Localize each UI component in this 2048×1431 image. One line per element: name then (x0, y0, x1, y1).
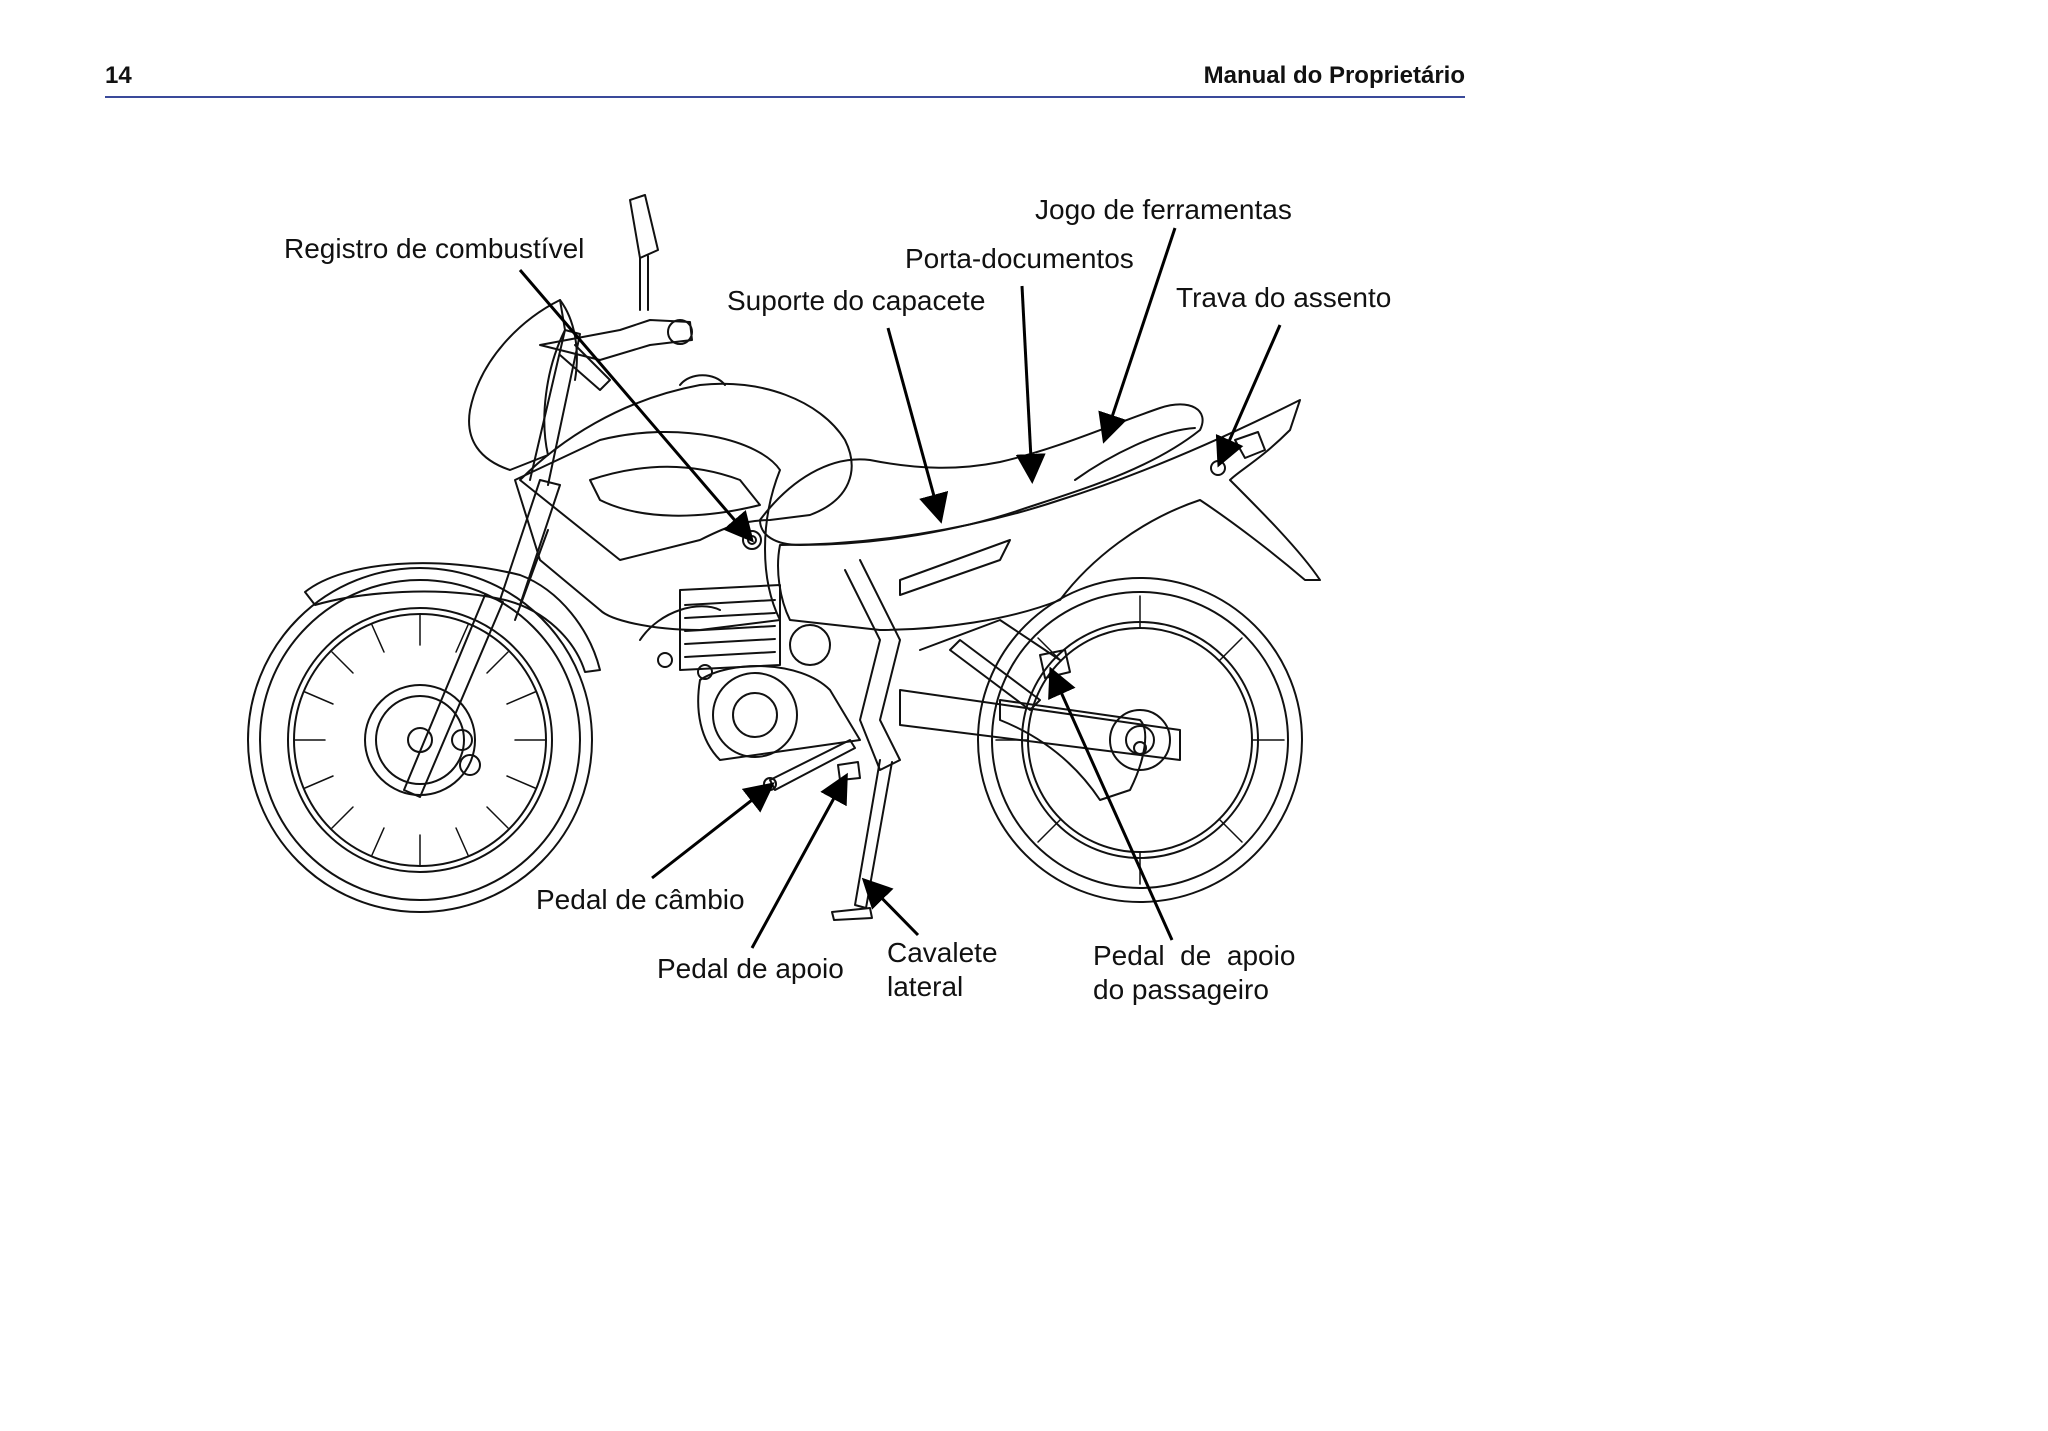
arrow-footpeg (750, 772, 848, 949)
label-side-stand-line1: Cavalete (887, 937, 998, 968)
seat (759, 403, 1204, 546)
arrow-gearshift-pedal (651, 782, 775, 880)
front-fender (304, 562, 601, 673)
arrow-document-holder (1015, 285, 1046, 484)
page-header: 14 Manual do Proprietário (105, 58, 1465, 98)
label-seat-lock: Trava do assento (1176, 282, 1392, 313)
label-gearshift-pedal: Pedal de câmbio (536, 884, 745, 915)
chain-guard (999, 699, 1147, 801)
arrow-fuel-valve (518, 269, 754, 543)
label-passenger-footpeg-line2: do passageiro (1093, 974, 1269, 1005)
motorcycle-diagram (247, 194, 1321, 949)
tail-cowl (777, 399, 1321, 631)
label-footpeg: Pedal de apoio (657, 953, 844, 984)
arrow-tool-kit (1098, 227, 1177, 444)
label-side-stand-line2: lateral (887, 971, 964, 1002)
arrow-helmet-holder (886, 327, 949, 524)
label-passenger-footpeg-line1: Pedal de apoio (1093, 940, 1296, 971)
label-tool-kit: Jogo de ferramentas (1035, 194, 1292, 225)
label-document-holder: Porta-documentos (905, 243, 1134, 274)
frame (844, 559, 901, 771)
rear-shock (949, 639, 1041, 711)
engine (639, 584, 861, 761)
handlebar (539, 194, 693, 391)
headlight-cowl (468, 299, 566, 471)
motorcycle-drawing (247, 194, 1321, 921)
swingarm (899, 689, 1181, 761)
page-number: 14 (105, 62, 132, 89)
label-helmet-holder: Suporte do capacete (727, 285, 986, 316)
arrow-passenger-footpeg (1048, 666, 1174, 941)
arrow-seat-lock (1215, 324, 1282, 468)
tank-shroud (514, 430, 781, 631)
leader-arrows (518, 227, 1282, 949)
manual-title: Manual do Proprietário (1203, 62, 1465, 89)
footpeg-shape (837, 761, 861, 781)
label-fuel-valve: Registro de combustível (284, 233, 585, 264)
side-stand-leg (854, 759, 893, 909)
fuel-tank (519, 382, 853, 561)
arrow-side-stand (861, 877, 920, 937)
front-wheel (247, 567, 593, 913)
